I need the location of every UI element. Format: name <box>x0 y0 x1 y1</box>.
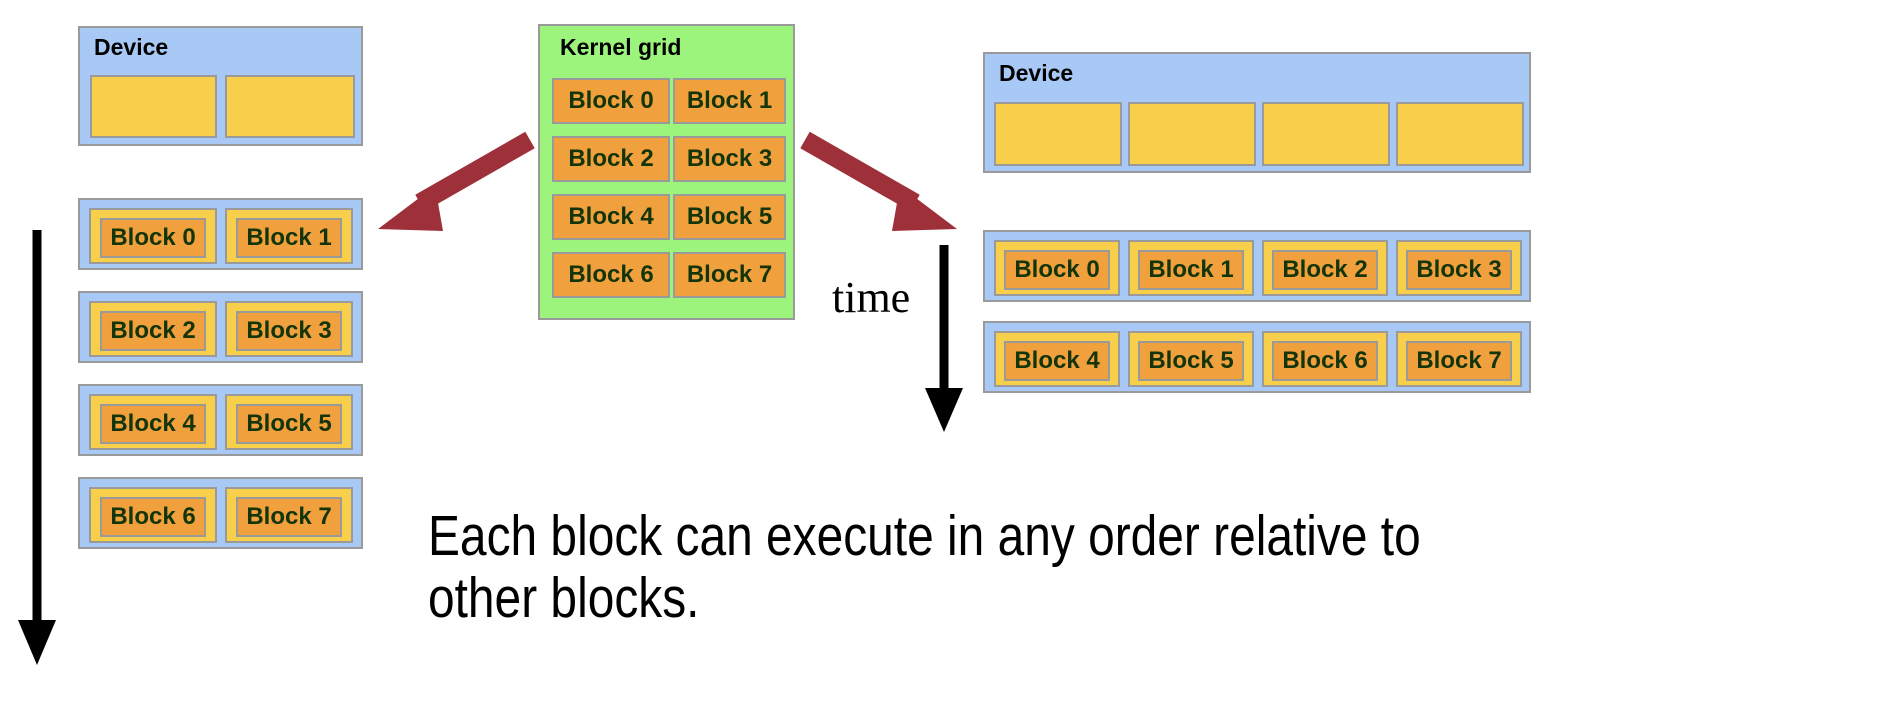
right-schedule-row-1: Block 4 Block 5 Block 6 Block 7 <box>983 321 1531 393</box>
kernel-block-3: Block 3 <box>673 136 786 182</box>
right-block-1-0: Block 4 <box>1004 341 1110 381</box>
right-device-sm-1 <box>1128 102 1256 166</box>
right-sm-cell-0-1: Block 1 <box>1128 240 1254 296</box>
right-block-0-3: Block 3 <box>1406 250 1512 290</box>
left-sm-cell-2-1: Block 5 <box>225 394 353 450</box>
right-sm-cell-1-1: Block 5 <box>1128 331 1254 387</box>
left-block-0-1: Block 1 <box>236 218 342 258</box>
right-block-1-2: Block 6 <box>1272 341 1378 381</box>
kernel-block-1: Block 1 <box>673 78 786 124</box>
right-block-0-2: Block 2 <box>1272 250 1378 290</box>
left-time-arrow <box>18 230 56 665</box>
left-device-sm-0 <box>90 75 217 138</box>
left-sm-cell-2-0: Block 4 <box>89 394 217 450</box>
left-schedule-row-0: Block 0 Block 1 <box>78 198 363 270</box>
right-device-box: Device <box>983 52 1531 173</box>
left-block-3-0: Block 6 <box>100 497 206 537</box>
left-sm-cell-0-0: Block 0 <box>89 208 217 264</box>
left-sm-cell-0-1: Block 1 <box>225 208 353 264</box>
red-arrow-right <box>800 131 957 231</box>
left-sm-cell-3-0: Block 6 <box>89 487 217 543</box>
left-schedule-row-1: Block 2 Block 3 <box>78 291 363 363</box>
time-label: time <box>832 273 911 322</box>
kernel-grid-label: Kernel grid <box>560 34 682 60</box>
left-block-2-1: Block 5 <box>236 404 342 444</box>
kernel-block-2: Block 2 <box>552 136 670 182</box>
kernel-block-0: Block 0 <box>552 78 670 124</box>
kernel-block-4: Block 4 <box>552 194 670 240</box>
left-block-1-0: Block 2 <box>100 311 206 351</box>
right-sm-cell-0-2: Block 2 <box>1262 240 1388 296</box>
right-device-label: Device <box>999 60 1074 86</box>
kernel-block-5: Block 5 <box>673 194 786 240</box>
left-schedule-row-2: Block 4 Block 5 <box>78 384 363 456</box>
left-schedule-row-3: Block 6 Block 7 <box>78 477 363 549</box>
right-device-sm-3 <box>1396 102 1524 166</box>
caption-text: Each block can execute in any order rela… <box>428 504 1421 630</box>
left-device-box: Device <box>78 26 363 146</box>
kernel-block-7: Block 7 <box>673 252 786 298</box>
right-sm-cell-1-3: Block 7 <box>1396 331 1522 387</box>
right-schedule-row-0: Block 0 Block 1 Block 2 Block 3 <box>983 230 1531 302</box>
kernel-grid-box: Kernel grid Block 0 Block 1 Block 2 Bloc… <box>538 24 795 320</box>
left-block-1-1: Block 3 <box>236 311 342 351</box>
right-block-0-0: Block 0 <box>1004 250 1110 290</box>
left-block-0-0: Block 0 <box>100 218 206 258</box>
right-block-1-1: Block 5 <box>1138 341 1244 381</box>
right-device-sm-0 <box>994 102 1122 166</box>
left-sm-cell-3-1: Block 7 <box>225 487 353 543</box>
left-block-3-1: Block 7 <box>236 497 342 537</box>
right-sm-cell-1-0: Block 4 <box>994 331 1120 387</box>
left-sm-cell-1-0: Block 2 <box>89 301 217 357</box>
right-sm-cell-0-3: Block 3 <box>1396 240 1522 296</box>
left-block-2-0: Block 4 <box>100 404 206 444</box>
right-sm-cell-1-2: Block 6 <box>1262 331 1388 387</box>
kernel-block-6: Block 6 <box>552 252 670 298</box>
left-device-sm-1 <box>225 75 355 138</box>
left-sm-cell-1-1: Block 3 <box>225 301 353 357</box>
right-block-0-1: Block 1 <box>1138 250 1244 290</box>
right-time-arrow <box>925 245 963 432</box>
right-block-1-3: Block 7 <box>1406 341 1512 381</box>
right-device-sm-2 <box>1262 102 1390 166</box>
red-arrow-left <box>378 131 535 231</box>
left-device-label: Device <box>94 34 169 60</box>
right-sm-cell-0-0: Block 0 <box>994 240 1120 296</box>
